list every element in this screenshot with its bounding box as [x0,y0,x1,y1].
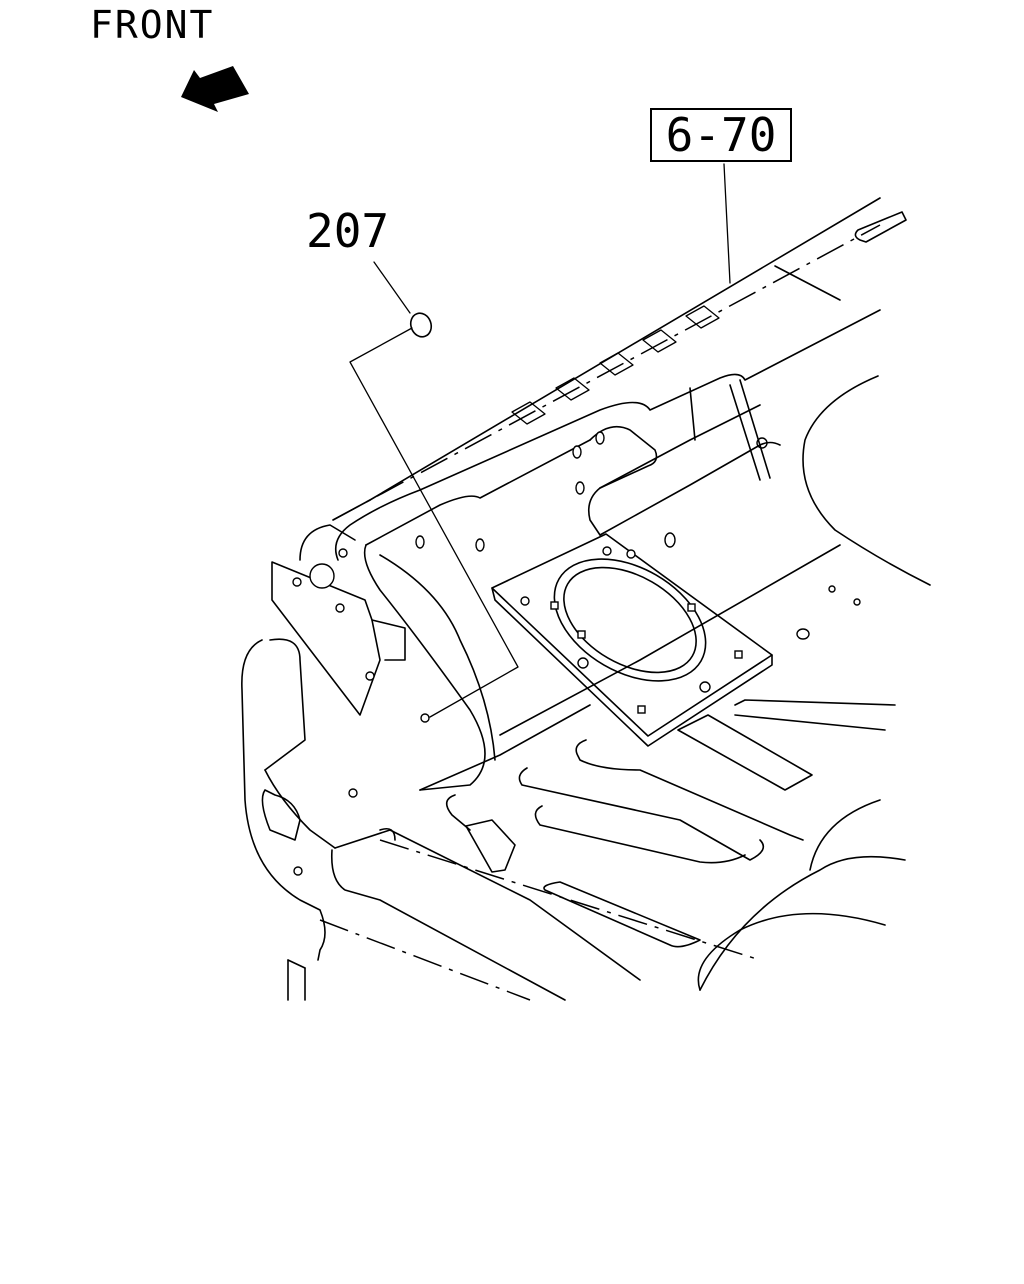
leader-line-6-70 [723,163,731,284]
reference-callout-box[interactable]: 6-70 [650,108,792,162]
left-bracket [271,524,406,716]
front-label: FRONT [90,3,215,47]
floor-top-rail [332,197,907,521]
front-direction-arrow-icon [181,66,249,112]
access-plate [491,533,773,747]
part-callout-207[interactable]: 207 [306,204,390,258]
left-sill [241,638,641,1001]
right-wheelhouse [697,375,931,991]
leader-line-207 [349,261,519,723]
mounting-holes [338,431,861,640]
floor-ribs [379,699,896,961]
floor-inner-structure [334,379,841,791]
